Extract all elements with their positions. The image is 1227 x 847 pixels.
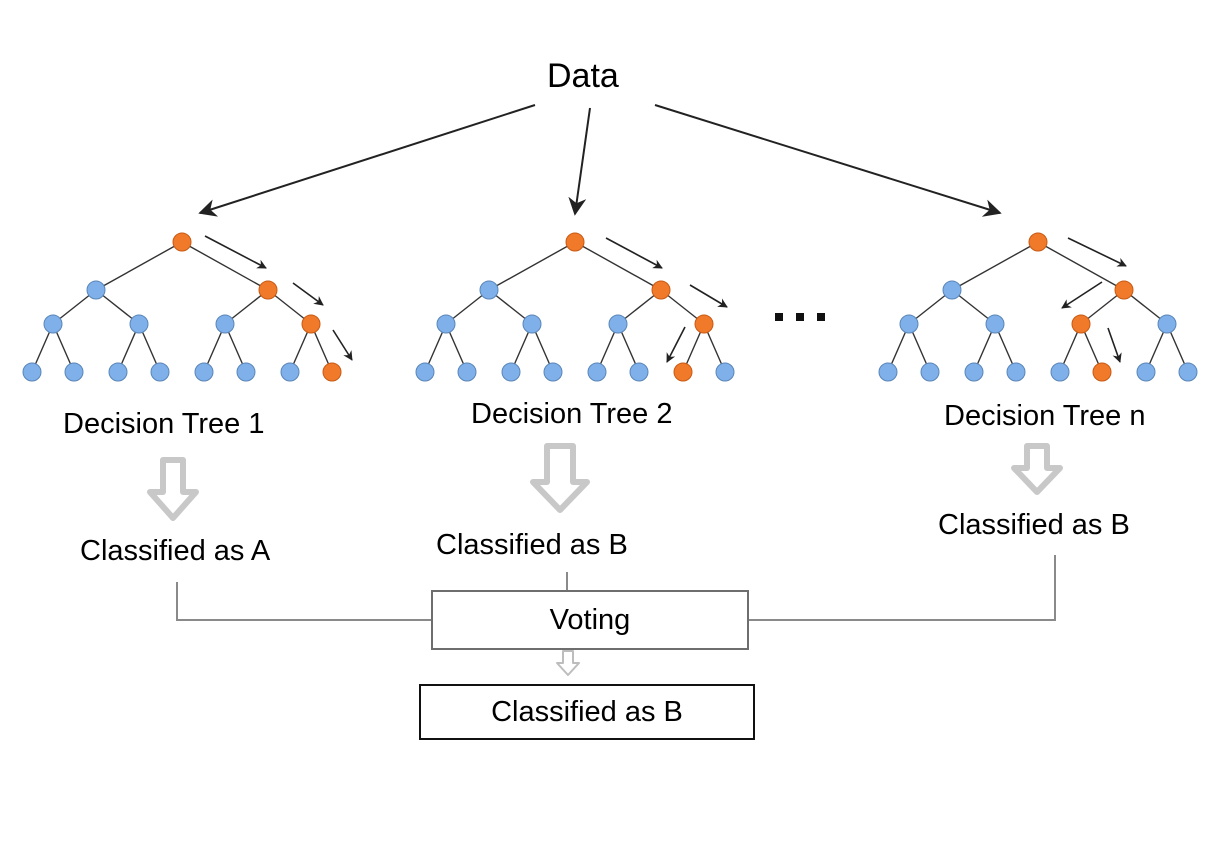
tree-path-node: [651, 280, 671, 300]
tree-node: [878, 362, 898, 382]
tree-node: [150, 362, 170, 382]
connector-tree-n: [748, 555, 1056, 621]
decision-path-arrow: [204, 235, 267, 269]
data-title: Data: [547, 57, 619, 95]
down-arrow-tree-2: [530, 443, 590, 513]
connector-tree-1: [176, 582, 432, 621]
decision-path-arrow: [292, 282, 324, 306]
tree-node: [522, 314, 542, 334]
tree-n-label: Decision Tree n: [944, 400, 1146, 432]
decision-path-arrow: [689, 284, 728, 308]
decision-path-arrow: [1067, 237, 1127, 267]
tree-node: [457, 362, 477, 382]
down-arrow-tree-n: [1011, 443, 1063, 495]
tree-path-node: [301, 314, 321, 334]
tree-node: [1178, 362, 1198, 382]
tree-path-node: [1114, 280, 1134, 300]
decision-path-arrow: [1061, 281, 1103, 309]
tree-edge: [181, 241, 269, 291]
tree-node: [215, 314, 235, 334]
tree-edge: [951, 241, 1039, 291]
tree-node: [108, 362, 128, 382]
data-to-tree-1-arrow: [198, 104, 536, 217]
tree-node: [415, 362, 435, 382]
tree-2-result: Classified as B: [436, 529, 628, 561]
tree-path-node: [322, 362, 342, 382]
tree-node: [236, 362, 256, 382]
tree-node: [1006, 362, 1026, 382]
tree-node: [942, 280, 962, 300]
final-result-label: Classified as B: [491, 695, 683, 728]
voting-box: Voting: [431, 590, 749, 650]
decision-path-arrow: [666, 326, 686, 363]
tree-path-node: [1071, 314, 1091, 334]
tree-path-node: [258, 280, 278, 300]
tree-node: [22, 362, 42, 382]
down-arrow-tree-1: [147, 457, 199, 521]
tree-node: [129, 314, 149, 334]
tree-path-node: [1028, 232, 1048, 252]
tree-node: [479, 280, 499, 300]
tree-node: [43, 314, 63, 334]
tree-node: [543, 362, 563, 382]
tree-path-node: [673, 362, 693, 382]
tree-node: [194, 362, 214, 382]
tree-1-label: Decision Tree 1: [63, 408, 265, 440]
tree-node: [629, 362, 649, 382]
decision-tree-2: [415, 232, 735, 382]
data-to-tree-n-arrow: [654, 104, 1002, 217]
tree-1-result: Classified as A: [80, 535, 271, 567]
tree-node: [985, 314, 1005, 334]
tree-path-node: [172, 232, 192, 252]
tree-node: [1136, 362, 1156, 382]
tree-node: [280, 362, 300, 382]
tree-node: [899, 314, 919, 334]
tree-node: [608, 314, 628, 334]
voting-label: Voting: [549, 603, 631, 636]
tree-node: [587, 362, 607, 382]
decision-tree-1: [22, 232, 353, 382]
tree-n-result: Classified as B: [938, 509, 1130, 541]
tree-2-label: Decision Tree 2: [471, 398, 673, 430]
decision-path-arrow: [1107, 327, 1122, 363]
trees-layer: [22, 232, 1198, 382]
tree-edge: [1037, 241, 1125, 291]
tree-path-node: [1092, 362, 1112, 382]
tree-node: [64, 362, 84, 382]
data-to-tree-2-arrow: [568, 107, 591, 216]
tree-edge: [95, 241, 183, 291]
tree-node: [715, 362, 735, 382]
tree-node: [86, 280, 106, 300]
decision-path-arrow: [332, 329, 353, 361]
tree-edge: [574, 241, 662, 291]
decision-path-arrow: [605, 237, 663, 269]
tree-node: [920, 362, 940, 382]
tree-path-node: [565, 232, 585, 252]
tree-edge: [488, 241, 576, 291]
tree-node: [501, 362, 521, 382]
down-arrow-voting: [556, 650, 580, 676]
tree-node: [964, 362, 984, 382]
ellipsis-dots: [775, 313, 825, 321]
decision-tree-3: [878, 232, 1198, 382]
tree-node: [436, 314, 456, 334]
tree-node: [1157, 314, 1177, 334]
final-result-box: Classified as B: [419, 684, 755, 740]
tree-path-node: [694, 314, 714, 334]
tree-node: [1050, 362, 1070, 382]
